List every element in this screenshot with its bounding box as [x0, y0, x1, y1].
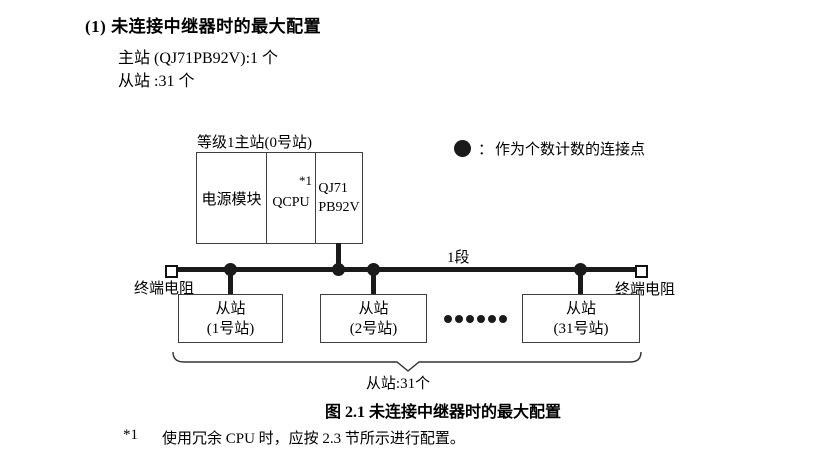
section-heading: (1) 未连接中继器时的最大配置	[85, 17, 322, 36]
slave1-title: 从站	[215, 300, 246, 317]
slave31-number: (31号站)	[553, 320, 609, 337]
master-drop-line	[336, 243, 341, 269]
ellipsis-dots	[444, 315, 507, 323]
pb92v-line2: PB92V	[318, 200, 360, 215]
figure-caption: 图 2.1 未连接中继器时的最大配置	[324, 404, 561, 421]
segment-label: 1段	[447, 250, 470, 266]
slave31-title: 从站	[565, 300, 596, 317]
footnote-text: 使用冗余 CPU 时，应按 2.3 节所示进行配置。	[162, 431, 465, 447]
pb92v-line1: QJ71	[318, 181, 348, 196]
slave2-number: (2号站)	[349, 320, 398, 337]
slave-station-2-box: 从站 (2号站)	[320, 294, 427, 343]
slave-station-1-box: 从站 (1号站)	[178, 294, 283, 343]
master-station-label: 等级1主站(0号站)	[197, 135, 312, 151]
terminating-resistor-right	[635, 265, 648, 278]
footnote: *1 使用冗余 CPU 时，应按 2.3 节所示进行配置。	[123, 427, 465, 448]
qcpu-module-cell: *1 QCPU	[267, 153, 316, 243]
connection-point-dot-icon	[454, 140, 471, 157]
slaves-brace	[172, 351, 642, 372]
legend: ： 作为个数计数的连接点	[454, 138, 645, 159]
slave1-drop-line	[228, 271, 233, 295]
slave31-drop-line	[578, 271, 583, 295]
slave2-drop-line	[371, 271, 376, 295]
legend-text: 作为个数计数的连接点	[495, 142, 646, 158]
terminating-resistor-left	[165, 265, 178, 278]
pb92v-module-label: QJ71 PB92V	[318, 179, 359, 217]
slave-count-line: 从站 :31 个	[118, 73, 195, 90]
master-count-line: 主站 (QJ71PB92V):1 个	[118, 50, 279, 67]
slave2-title: 从站	[358, 300, 389, 317]
footnote-ref-marker: *1	[299, 173, 312, 188]
slave1-number: (1号站)	[206, 320, 255, 337]
connection-dot	[367, 263, 380, 276]
master-station-box: 电源模块 *1 QCPU QJ71 PB92V	[196, 152, 363, 244]
power-supply-module-cell: 电源模块	[197, 153, 267, 243]
terminating-resistor-label-left: 终端电阻	[134, 281, 195, 297]
footnote-marker: *1	[123, 427, 138, 443]
connection-dot	[574, 263, 587, 276]
slave-station-31-box: 从站 (31号站)	[522, 294, 640, 343]
legend-separator: ：	[478, 142, 494, 158]
power-supply-module-label: 电源模块	[201, 191, 262, 208]
connection-dot	[332, 263, 345, 276]
connection-dot	[224, 263, 237, 276]
slaves-total-label: 从站:31个	[365, 376, 431, 392]
pb92v-module-cell: QJ71 PB92V	[316, 153, 362, 243]
qcpu-module-label: QCPU	[272, 195, 310, 210]
bus-line	[178, 267, 635, 272]
